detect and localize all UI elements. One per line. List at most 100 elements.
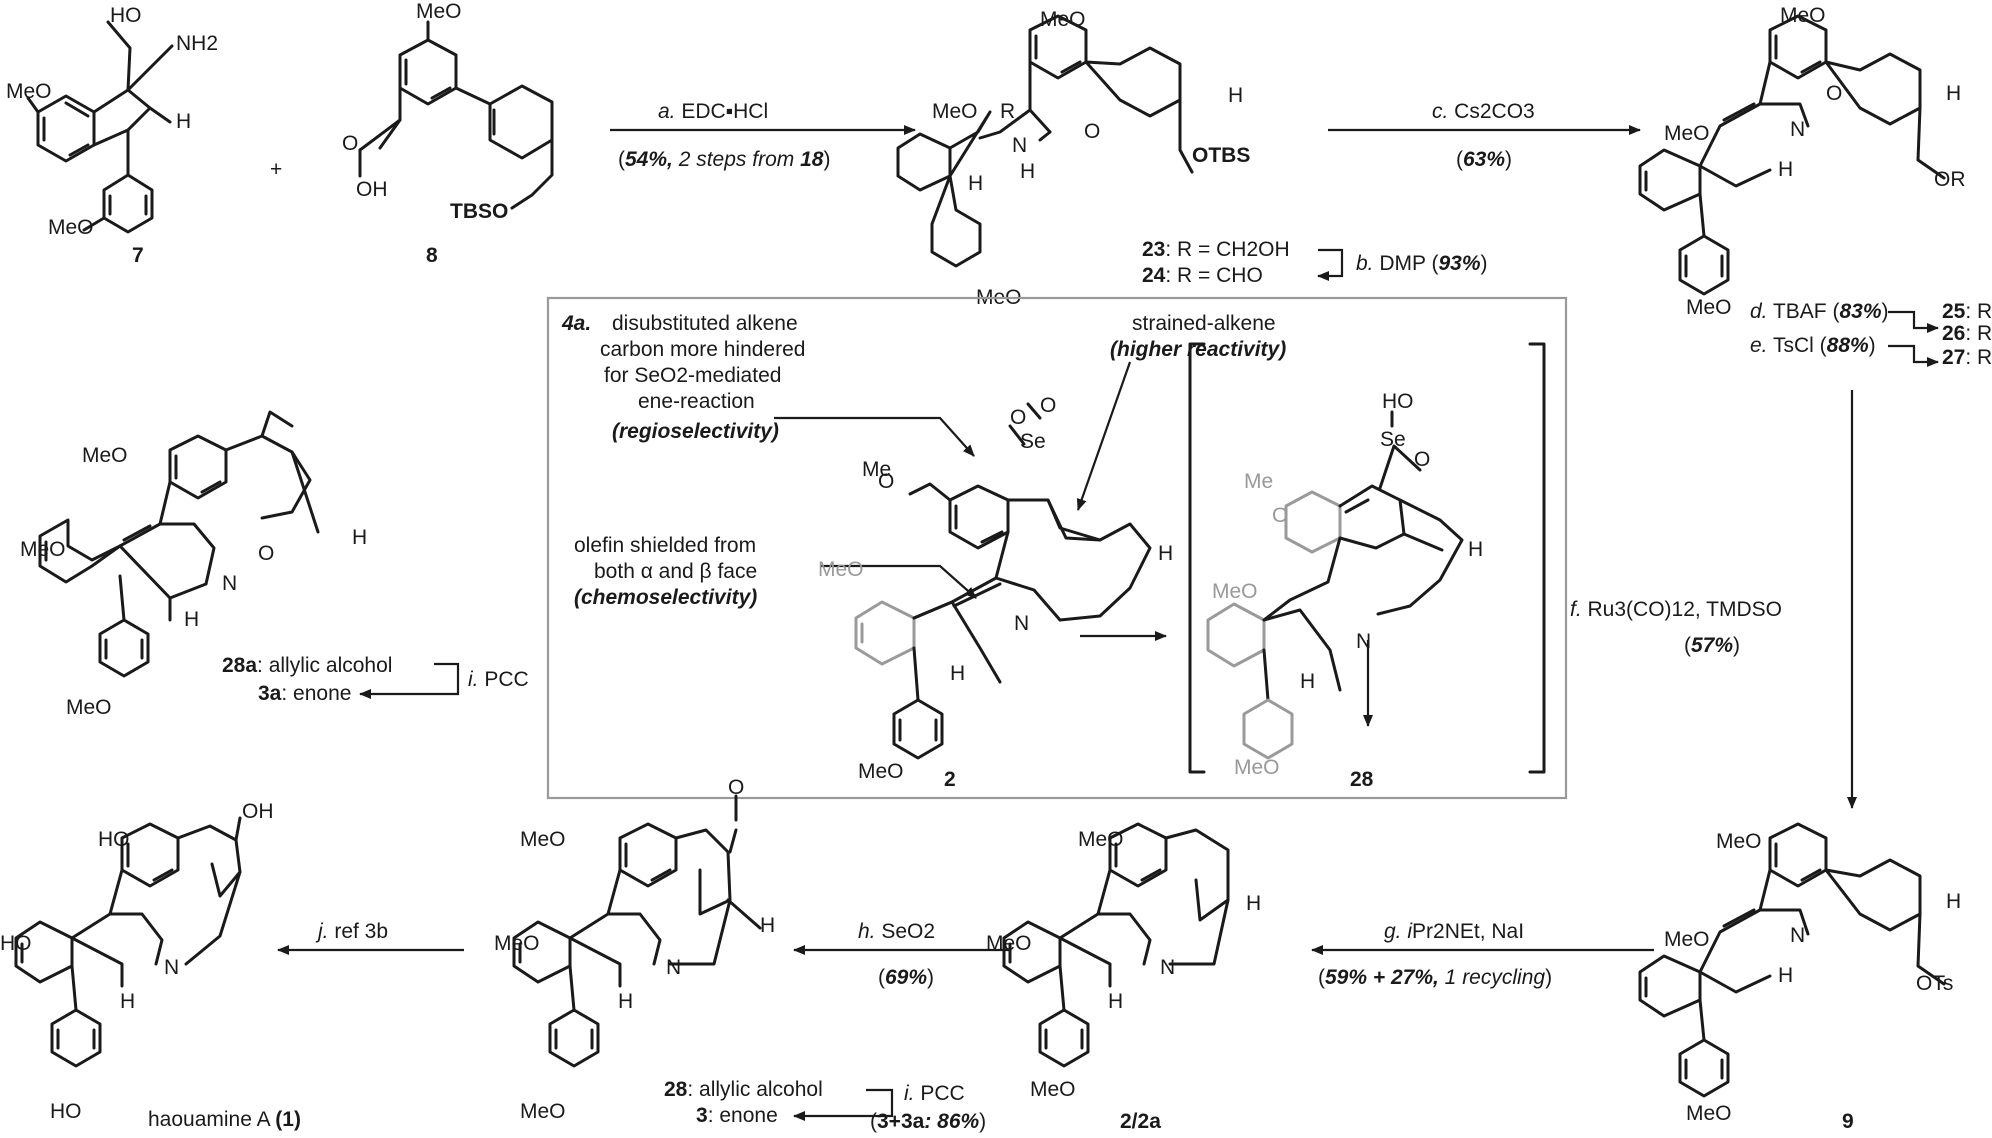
c25-l1: 25: R = TBS (1942, 300, 1992, 323)
compound-8: MeO O OH TBSO 8 (342, 0, 554, 267)
c25-l3: 27: R = Ts (1942, 346, 1992, 369)
c28a-n: N (222, 572, 237, 595)
c3-l2: 3: enone (696, 1104, 778, 1127)
mechanism-box (546, 296, 1568, 800)
compound-28-ts: HO Se O Me O MeO N H H MeO 28 (1206, 390, 1483, 791)
note-regioselectivity: disubstituted alkene carbon more hindere… (600, 312, 805, 443)
c28a-l1: 28a: allylic alcohol (222, 654, 392, 677)
c23-ome2: MeO (932, 100, 978, 123)
ts-ho: HO (1382, 390, 1414, 413)
box-ome-o: O (878, 470, 894, 493)
box-tag: 4a. (561, 312, 591, 335)
note-higher-reactivity: strained-alkene (higher reactivity) (1110, 312, 1286, 361)
c9-ome1: MeO (1716, 830, 1762, 853)
c7-ome1: MeO (6, 80, 52, 103)
c25-h: H (1778, 158, 1793, 181)
step-f-reagent: f. Ru3(CO)12, TMDSO (1570, 598, 1782, 621)
compound-1-haouamine-a: HO OH HO N H HO haouamine A (1) (0, 800, 301, 1131)
c1-oh3: HO (0, 932, 32, 955)
c25-or: OR (1934, 168, 1966, 191)
c28a-ome2: MeO (20, 538, 66, 561)
box-ome-gray: MeO (818, 558, 864, 581)
c3-h2: H (760, 914, 775, 937)
step-a-reagent: a. EDC▪HCl (658, 100, 768, 123)
step-i-bottom-yield: (3+3a: 86%) (870, 1110, 986, 1133)
box-h2: H (1158, 542, 1173, 565)
box-n: N (1014, 612, 1029, 635)
c8-o: O (342, 132, 358, 155)
compound-25: MeO O N H MeO H OR MeO (1638, 4, 1966, 319)
step-c-reagent: c. Cs2CO3 (1432, 100, 1535, 123)
c23-otbs: OTBS (1192, 144, 1250, 167)
step-i-bottom: i. PCC (904, 1082, 965, 1105)
svg-text:olefin shielded from: olefin shielded from (574, 534, 756, 557)
box-ome-bot: MeO (858, 760, 904, 783)
step-a-yield: (54%, 2 steps from 18) (618, 148, 830, 171)
svg-text:for SeO2-mediated: for SeO2-mediated (604, 364, 781, 387)
step-i-top: i. PCC (468, 668, 529, 691)
c8-tbso: TBSO (450, 200, 508, 223)
c1-n: N (164, 956, 179, 979)
c7-nh2: NH2 (176, 32, 218, 55)
ts-o2: O (1272, 504, 1288, 527)
c23-line1: 23: R = CH2OH (1142, 238, 1290, 261)
c25-o: O (1826, 82, 1842, 105)
svg-text:(chemoselectivity): (chemoselectivity) (574, 586, 757, 609)
ts-h1: H (1300, 670, 1315, 693)
step-g-reagent: g. iPr2NEt, NaI (1384, 920, 1524, 943)
c28a-l2: 3a: enone (258, 682, 351, 705)
c1-label: haouamine A (1) (148, 1108, 301, 1131)
c2-label: 2/2a (1120, 1110, 1161, 1133)
ts-se: Se (1380, 428, 1406, 451)
box-se-o2: O (1040, 394, 1056, 417)
c1-oh2: OH (242, 800, 274, 823)
c2-h: H (1108, 990, 1123, 1013)
compound-7: HO NH2 H MeO MeO 7 (6, 4, 218, 267)
step-b: b. DMP (93%) (1356, 252, 1488, 275)
pointer-regio (774, 416, 975, 457)
ts-h2: H (1468, 538, 1483, 561)
c23-h3: H (1228, 84, 1243, 107)
c1-h: H (120, 990, 135, 1013)
c8-oh: OH (356, 178, 388, 201)
c28a-h2: H (184, 608, 199, 631)
c7-label: 7 (132, 244, 144, 267)
step-h-reagent: h. SeO2 (858, 920, 935, 943)
c23-r: R (1000, 100, 1015, 123)
step-h-yield: (69%) (878, 966, 934, 989)
svg-text:carbon more hindered: carbon more hindered (600, 338, 805, 361)
c3-l1: 28: allylic alcohol (664, 1078, 823, 1101)
arrow-step-e (1888, 344, 1939, 367)
c8-ome: MeO (416, 0, 462, 23)
c25-ome2: MeO (1664, 122, 1710, 145)
step-j: j. ref 3b (315, 920, 388, 943)
c3-ome1: MeO (520, 828, 566, 851)
bracket-left (1188, 342, 1206, 774)
svg-text:ene-reaction: ene-reaction (638, 390, 755, 413)
ts-o: O (1414, 448, 1430, 471)
bracket-right (1528, 342, 1546, 774)
c7-ome2: MeO (48, 216, 94, 239)
c7-h: H (176, 110, 191, 133)
box-se: Se (1020, 430, 1046, 453)
c3-o: O (728, 776, 744, 799)
arrow-step-d (1888, 310, 1939, 333)
step-f-yield: (57%) (1684, 634, 1740, 657)
c3-h: H (618, 990, 633, 1013)
c23-o: O (1084, 120, 1100, 143)
step-d: d. TBAF (83%) (1750, 300, 1889, 323)
c25-l2: 26: R = H (1942, 322, 1992, 345)
c7-ho: HO (110, 4, 142, 27)
c2-ome2: MeO (986, 932, 1032, 955)
pointer-chemo (820, 564, 977, 599)
compound-3: MeO MeO O H N H MeO (494, 776, 775, 1123)
step-g-yield: (59% + 27%, 1 recycling) (1318, 966, 1552, 989)
svg-text:disubstituted alkene: disubstituted alkene (612, 312, 798, 335)
c28a-ome1: MeO (82, 444, 128, 467)
c9-h2: H (1946, 890, 1961, 913)
step-e: e. TsCl (88%) (1750, 334, 1876, 357)
plus-sign: + (270, 158, 282, 181)
c25-n: N (1790, 118, 1805, 141)
box-h1: H (950, 662, 965, 685)
